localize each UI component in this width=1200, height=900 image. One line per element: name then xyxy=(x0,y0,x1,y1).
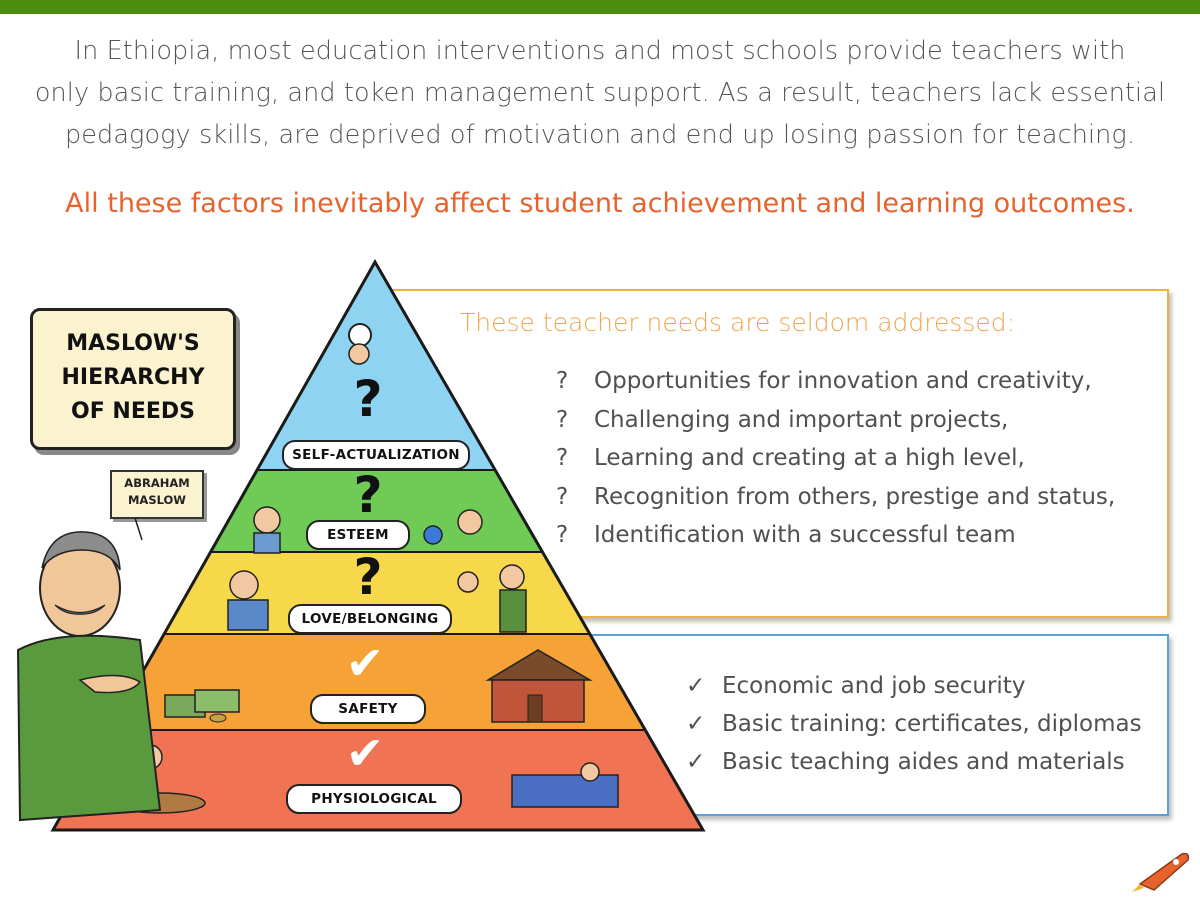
list-item-text: Identification with a successful team xyxy=(594,522,1016,548)
check-icon: ✔ xyxy=(345,726,385,780)
list-item: ✓ Economic and job security xyxy=(686,667,1142,705)
intro-line-2: only basic training, and token managemen… xyxy=(34,78,1166,108)
list-item-text: Opportunities for innovation and creativ… xyxy=(594,368,1092,394)
abraham-tag-line-1: ABRAHAM xyxy=(124,476,190,490)
list-item: ✓ Basic training: certificates, diplomas xyxy=(686,705,1142,743)
label-safety: SAFETY xyxy=(310,694,426,724)
check-icon: ✓ xyxy=(686,673,706,699)
list-item: ? Recognition from others, prestige and s… xyxy=(556,478,1115,517)
label-esteem: ESTEEM xyxy=(306,520,410,550)
label-self-actualization: SELF-ACTUALIZATION xyxy=(282,440,470,470)
list-item: ? Opportunities for innovation and creati… xyxy=(556,362,1115,401)
headline: All these factors inevitably affect stud… xyxy=(65,188,1135,219)
intro-line-3: pedagogy skills, are deprived of motivat… xyxy=(64,120,1136,150)
maslow-title-line-3: OF NEEDS xyxy=(71,399,195,424)
thinking-person-illustration xyxy=(348,323,372,365)
question-icon: ? xyxy=(556,522,569,548)
list-item: ✓ Basic teaching aides and materials xyxy=(686,743,1142,781)
list-item: ? Challenging and important projects, xyxy=(556,401,1115,440)
maslow-title-line-1: MASLOW'S xyxy=(66,331,200,356)
list-item-text: Economic and job security xyxy=(722,673,1026,699)
rocket-icon xyxy=(1132,852,1190,892)
question-icon: ? xyxy=(556,445,569,471)
label-love-belonging: LOVE/BELONGING xyxy=(288,604,452,634)
met-needs-list: ✓ Economic and job security ✓ Basic traini… xyxy=(686,667,1142,781)
maslow-title-box: MASLOW'S HIERARCHY OF NEEDS xyxy=(30,308,236,450)
question-icon: ? xyxy=(556,368,569,394)
abraham-maslow-illustration xyxy=(16,517,162,822)
list-item-text: Learning and creating at a high level, xyxy=(594,445,1025,471)
check-icon: ✓ xyxy=(686,749,706,775)
abraham-tag-line-2: MASLOW xyxy=(127,493,186,507)
intro-paragraph: In Ethiopia, most education intervention… xyxy=(10,30,1190,156)
list-item-text: Recognition from others, prestige and st… xyxy=(594,483,1116,510)
sleeping-bed-illustration xyxy=(511,762,619,808)
family-illustration xyxy=(227,564,527,633)
unmet-needs-title: These teacher needs are seldom addressed… xyxy=(460,308,1016,337)
question-icon: ? xyxy=(556,483,569,510)
question-icon: ? xyxy=(353,466,383,524)
unmet-needs-list: ? Opportunities for innovation and creati… xyxy=(556,362,1115,555)
list-item-text: Basic training: certificates, diplomas xyxy=(722,711,1142,737)
list-item-text: Challenging and important projects, xyxy=(594,406,1009,433)
list-item-text: Basic teaching aides and materials xyxy=(722,749,1125,775)
list-item: ? Identification with a successful team xyxy=(556,516,1115,555)
house-illustration xyxy=(485,649,593,723)
question-icon: ? xyxy=(353,548,383,606)
top-accent-bar xyxy=(0,0,1200,14)
check-icon: ✔ xyxy=(345,636,385,690)
children-illustration xyxy=(253,506,483,554)
intro-line-1: In Ethiopia, most education intervention… xyxy=(74,36,1126,66)
question-icon: ? xyxy=(556,406,569,433)
check-icon: ✓ xyxy=(686,711,706,737)
question-icon: ? xyxy=(353,370,383,428)
label-physiological: PHYSIOLOGICAL xyxy=(286,784,462,814)
abraham-maslow-tag: ABRAHAM MASLOW xyxy=(110,470,204,519)
money-illustration xyxy=(164,689,240,723)
list-item: ? Learning and creating at a high level, xyxy=(556,439,1115,478)
maslow-title-line-2: HIERARCHY xyxy=(61,365,205,390)
